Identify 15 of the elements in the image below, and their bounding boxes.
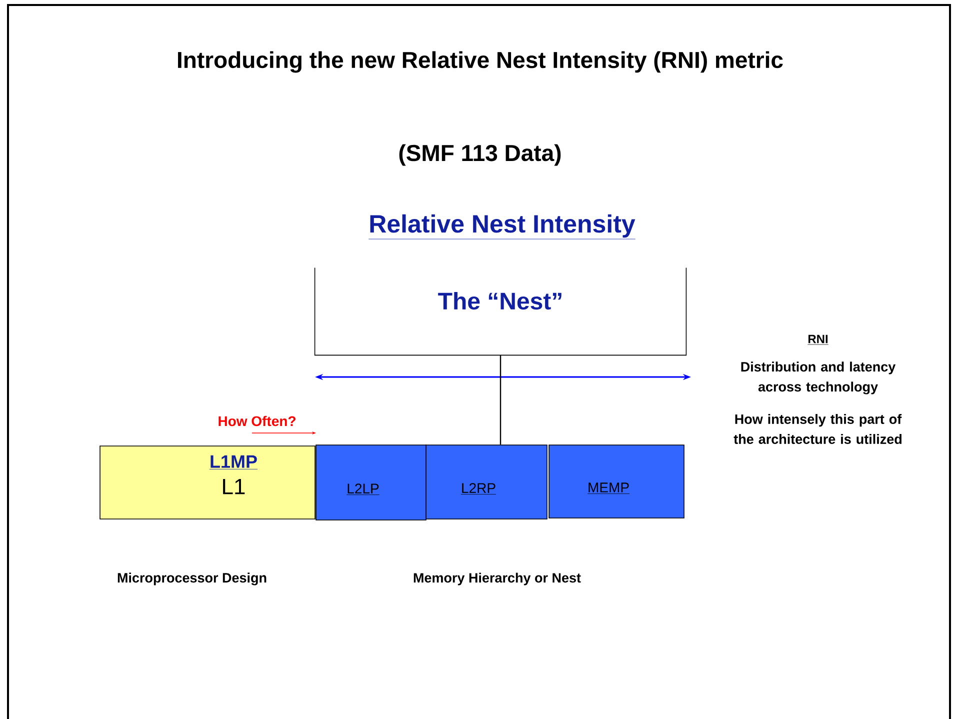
title: Introducing the new Relative Nest Intensity (RNI) metric — [178, 51, 783, 73]
subtitle: (SMF 113 Data) — [399, 144, 561, 166]
note-text: Distribution and latency across technology — [741, 362, 896, 394]
section-label: Memory Hierarchy or Nest — [414, 572, 581, 586]
memory-level-box: L2RP — [426, 444, 548, 520]
annotation-label: How Often? — [218, 416, 296, 426]
connector-line — [500, 355, 502, 445]
note-heading: RNI — [807, 334, 829, 345]
cache-box: L1MP L1 — [100, 446, 316, 520]
memory-level-box: L2LP — [316, 444, 426, 520]
section-label: Microprocessor Design — [118, 572, 266, 586]
heading: Relative Nest Intensity — [368, 214, 636, 240]
note-text: How intensely this part of the architecture is utilized — [734, 414, 902, 444]
nest-box: The “Nest” — [314, 267, 687, 356]
memory-level-box: MEMP — [548, 444, 684, 518]
